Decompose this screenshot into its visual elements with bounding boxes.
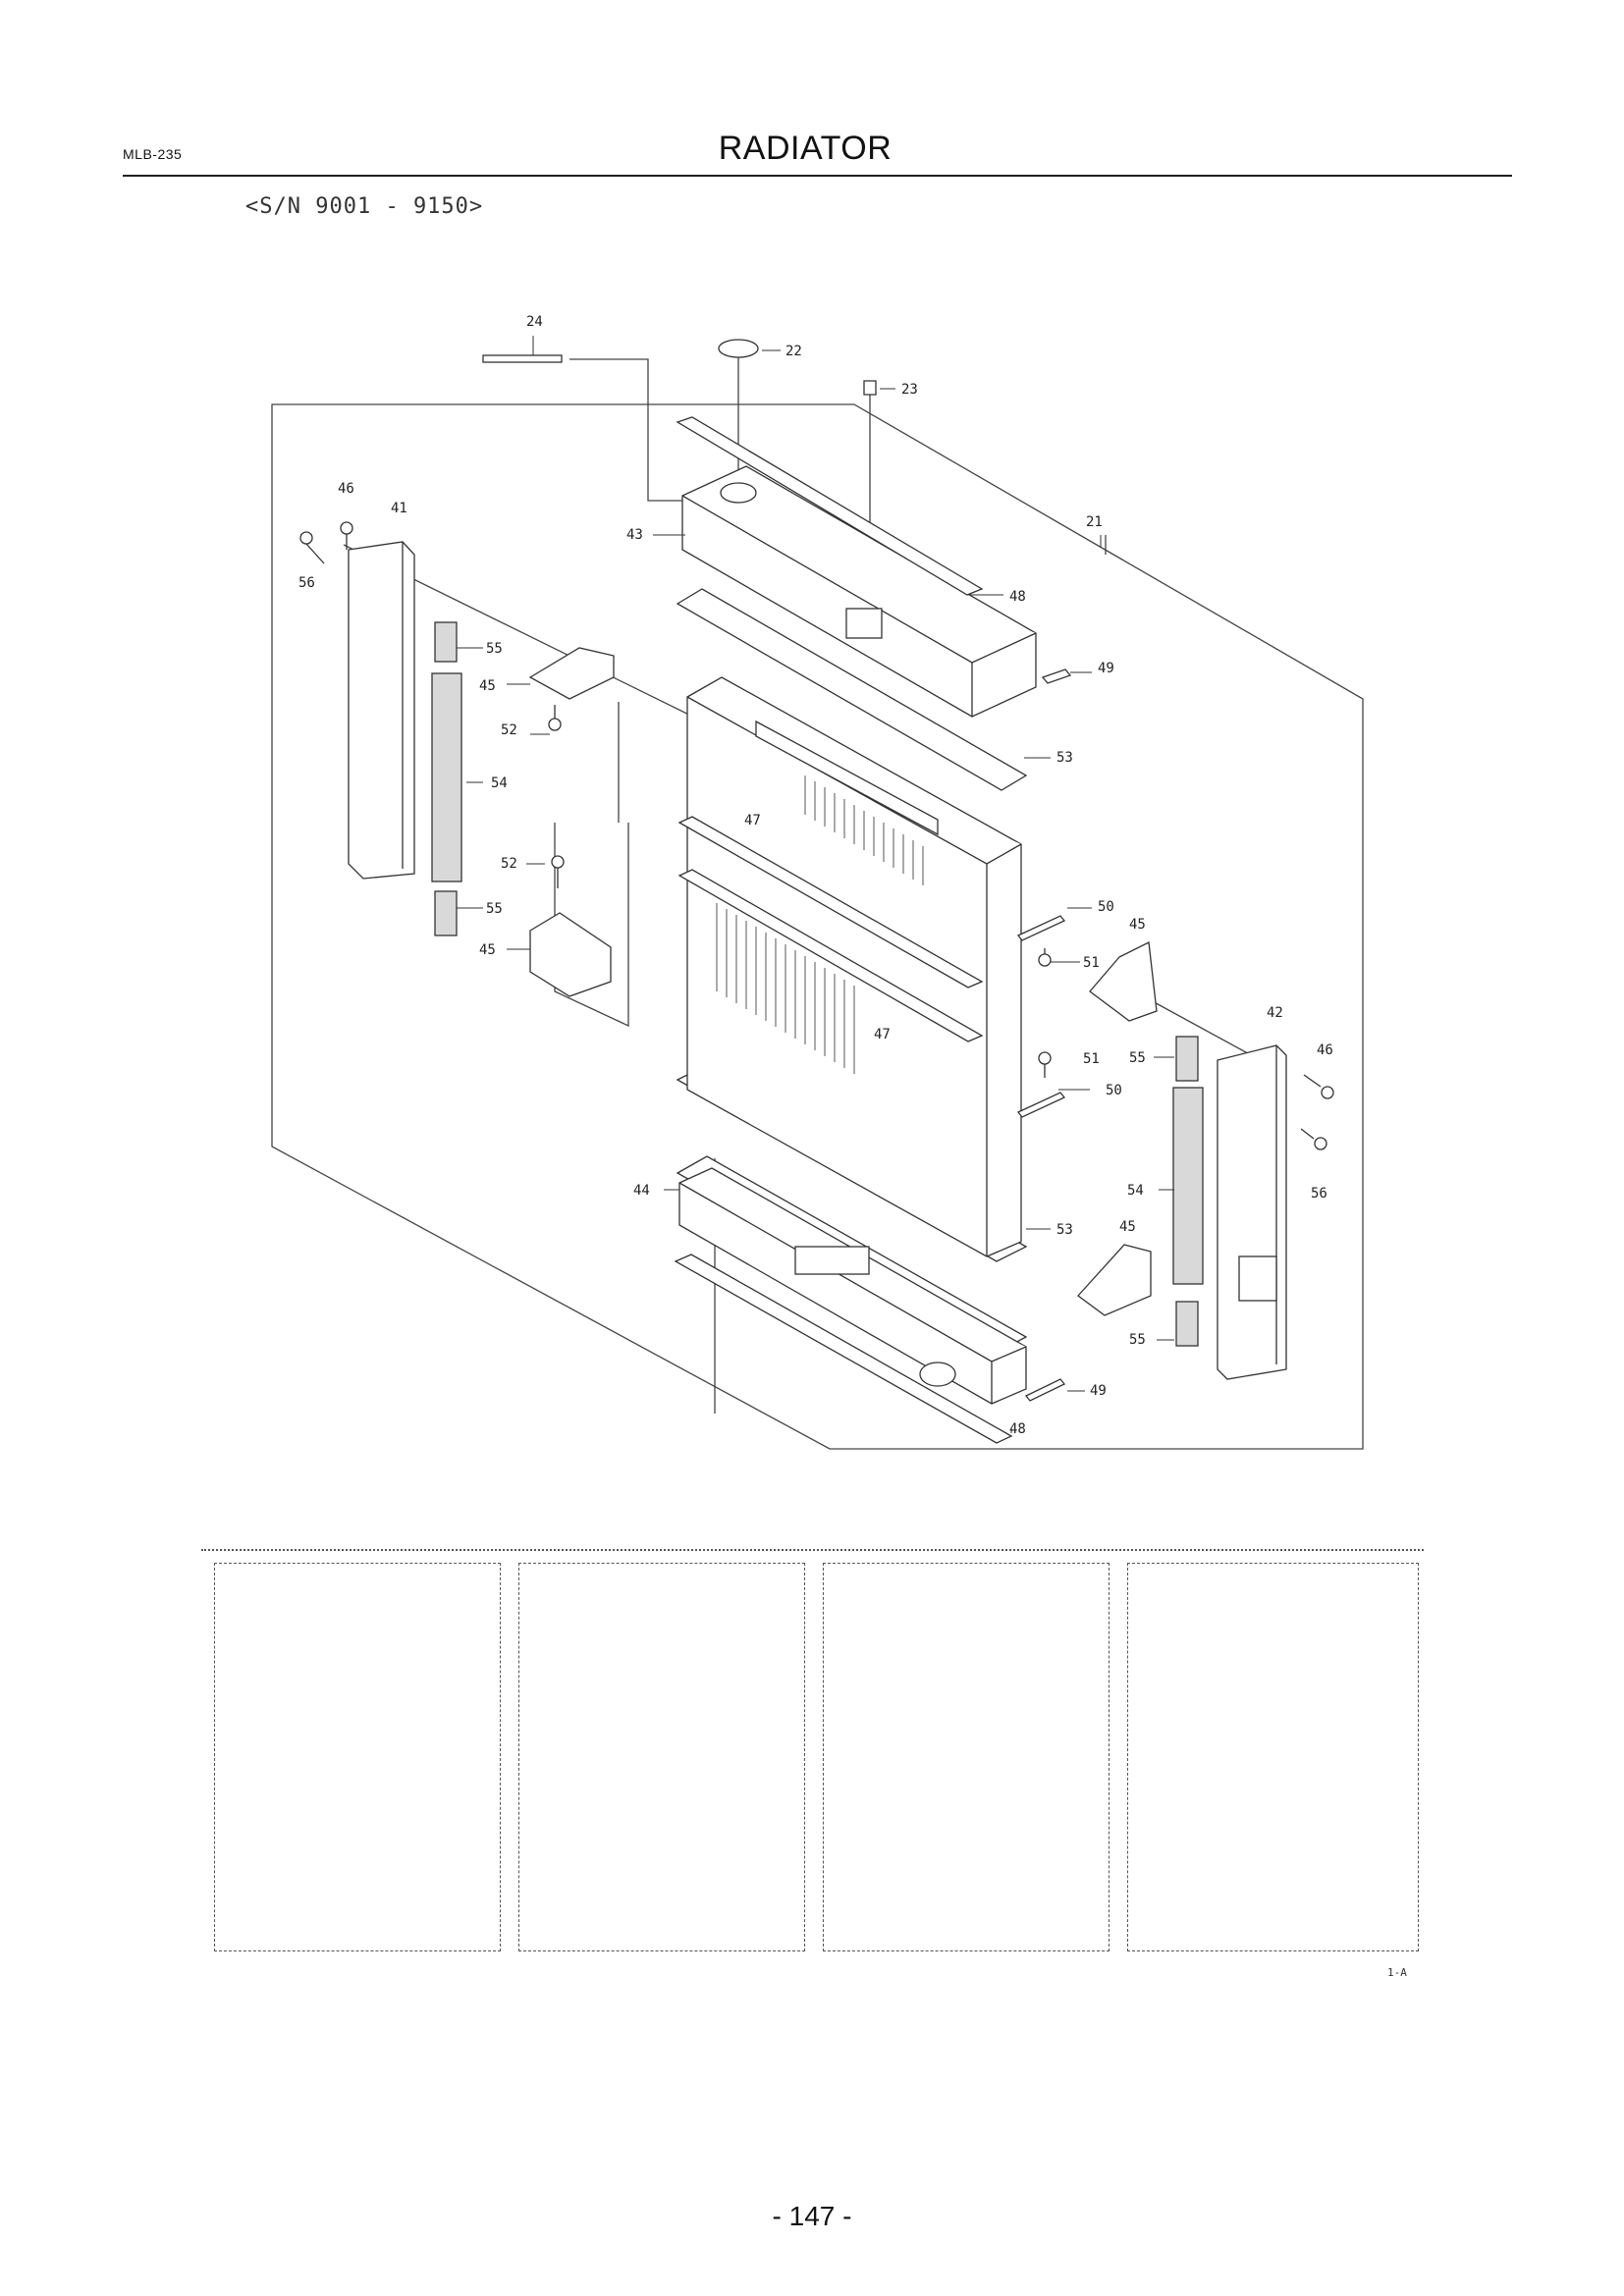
page-number: - 147 - — [772, 2201, 852, 2231]
callout-47-bottom: 47 — [874, 1027, 891, 1042]
callout-52-b: 52 — [501, 856, 517, 872]
callout-55-b: 55 — [486, 901, 503, 917]
callout-45-a: 45 — [479, 678, 496, 694]
callout-24: 24 — [526, 314, 543, 330]
callout-51-bottom: 51 — [1083, 1051, 1100, 1067]
callout-55-c: 55 — [1129, 1050, 1146, 1066]
page-title: RADIATOR — [718, 130, 893, 167]
callout-22: 22 — [785, 344, 802, 359]
callout-49-top: 49 — [1098, 661, 1114, 676]
callout-56-left: 56 — [298, 575, 315, 591]
callout-54-left: 54 — [491, 775, 508, 791]
callout-46-left: 46 — [338, 481, 354, 497]
notes-box-2 — [518, 1563, 805, 1951]
callout-44: 42 — [1267, 1005, 1283, 1021]
callout-42: 44 — [633, 1183, 650, 1199]
callout-21: 21 — [1086, 514, 1103, 530]
document-code: MLB-235 — [123, 146, 183, 162]
callout-43: 41 — [391, 501, 407, 516]
serial-number-range: <S/N 9001 - 9150> — [245, 194, 484, 219]
callout-54-right: 54 — [1127, 1183, 1144, 1199]
notes-box-1 — [214, 1563, 501, 1951]
callout-46-right: 46 — [1317, 1042, 1333, 1058]
callout-49-bottom: 49 — [1090, 1383, 1107, 1399]
callout-45-c: 45 — [479, 942, 496, 958]
callout-53-top: 53 — [1056, 750, 1073, 766]
figure-reference: 1-A — [1387, 1966, 1407, 1979]
callout-48-bottom: 48 — [1009, 1421, 1026, 1437]
callout-55-d: 55 — [1129, 1332, 1146, 1348]
callout-56-right: 56 — [1311, 1186, 1327, 1201]
header-divider — [123, 175, 1512, 177]
callout-45-b: 45 — [1129, 917, 1146, 933]
callout-50-top: 50 — [1098, 899, 1114, 915]
radiator-exploded-diagram: 24 22 23 21 46 41 43 56 48 55 45 49 52 5… — [271, 314, 1364, 1450]
callout-53-bottom: 53 — [1056, 1222, 1073, 1238]
callout-50-bottom: 50 — [1106, 1083, 1122, 1098]
callout-45-d: 45 — [1119, 1219, 1136, 1235]
callout-52-a: 52 — [501, 722, 517, 738]
notes-box-3 — [823, 1563, 1110, 1951]
callout-41: 43 — [626, 527, 643, 543]
notes-box-4 — [1127, 1563, 1419, 1951]
callout-47-top: 47 — [744, 813, 761, 828]
section-divider — [201, 1549, 1424, 1551]
callout-51-top: 51 — [1083, 955, 1100, 971]
callout-23: 23 — [901, 382, 918, 398]
callout-55-a: 55 — [486, 641, 503, 657]
callout-48-top: 48 — [1009, 589, 1026, 605]
